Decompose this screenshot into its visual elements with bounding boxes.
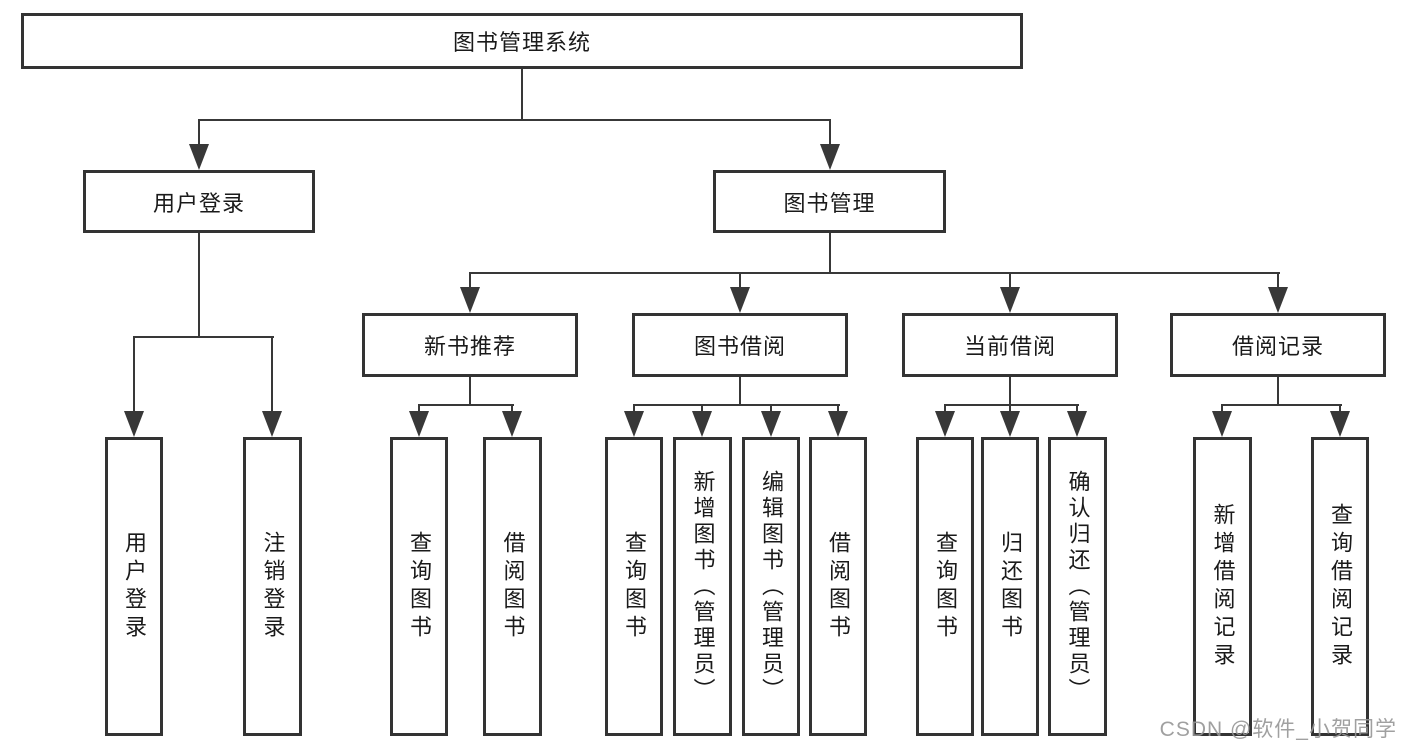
leaf-query-book-1-label: 查询图书	[407, 530, 432, 643]
arrow-down-icon	[935, 411, 955, 437]
arrow-down-icon	[730, 287, 750, 313]
arrow-down-icon	[1067, 411, 1087, 437]
leaf-borrow-book-1: 借阅图书	[483, 437, 542, 736]
connector-line	[633, 404, 840, 406]
leaf-borrow-book-2: 借阅图书	[809, 437, 867, 736]
node-book-management-label: 图书管理	[783, 190, 876, 216]
connector-line	[739, 272, 741, 294]
leaf-query-borrow-record: 查询借阅记录	[1311, 437, 1369, 736]
leaf-query-book-1: 查询图书	[390, 437, 448, 736]
node-borrow-records-label: 借阅记录	[1231, 334, 1324, 359]
connector-line	[271, 336, 273, 416]
leaf-logout-label: 注销登录	[260, 530, 286, 643]
leaf-query-book-3-label: 查询图书	[933, 530, 958, 643]
leaf-borrow-book-1-label: 借阅图书	[500, 530, 526, 643]
leaf-return-book-label: 归还图书	[998, 530, 1023, 643]
leaf-add-book-admin: 新增图书（管理员）	[673, 437, 732, 736]
connector-line	[198, 119, 200, 153]
arrow-down-icon	[502, 411, 522, 437]
connector-line	[1277, 377, 1279, 406]
leaf-return-book: 归还图书	[981, 437, 1039, 736]
connector-line	[133, 336, 274, 338]
connector-line	[198, 232, 200, 338]
arrow-down-icon	[1268, 287, 1288, 313]
leaf-user-login-label: 用户登录	[122, 530, 147, 643]
node-root: 图书管理系统	[21, 13, 1023, 69]
connector-line	[1009, 377, 1011, 406]
arrow-down-icon	[828, 411, 848, 437]
arrow-down-icon	[820, 144, 840, 170]
leaf-add-book-admin-label: 新增图书（管理员）	[690, 469, 716, 704]
arrow-down-icon	[1000, 287, 1020, 313]
connector-line	[469, 272, 1280, 274]
leaf-edit-book-admin-label: 编辑图书（管理员）	[759, 469, 784, 704]
leaf-add-borrow-record: 新增借阅记录	[1193, 437, 1252, 736]
node-root-label: 图书管理系统	[452, 30, 591, 55]
node-book-borrow-label: 图书借阅	[693, 334, 786, 359]
arrow-down-icon	[1000, 411, 1020, 437]
leaf-add-borrow-record-label: 新增借阅记录	[1210, 502, 1236, 671]
leaf-query-book-2: 查询图书	[605, 437, 663, 736]
node-book-borrow: 图书借阅	[632, 313, 848, 377]
connector-line	[469, 377, 471, 406]
connector-line	[1009, 272, 1011, 294]
leaf-query-book-3: 查询图书	[916, 437, 974, 736]
node-current-borrow-label: 当前借阅	[963, 334, 1056, 359]
watermark: CSDN @软件_小贺同学	[1159, 718, 1397, 741]
arrow-down-icon	[262, 411, 282, 437]
connector-line	[829, 119, 831, 153]
arrow-down-icon	[692, 411, 712, 437]
arrow-down-icon	[189, 144, 209, 170]
connector-line	[198, 119, 831, 121]
node-new-book-recommend: 新书推荐	[362, 313, 578, 377]
arrow-down-icon	[409, 411, 429, 437]
node-borrow-records: 借阅记录	[1170, 313, 1386, 377]
leaf-logout: 注销登录	[243, 437, 302, 736]
node-book-management: 图书管理	[713, 170, 946, 233]
arrow-down-icon	[1212, 411, 1232, 437]
leaf-borrow-book-2-label: 借阅图书	[826, 530, 851, 643]
arrow-down-icon	[460, 287, 480, 313]
connector-line	[739, 377, 741, 406]
leaf-confirm-return-admin: 确认归还（管理员）	[1048, 437, 1107, 736]
arrow-down-icon	[124, 411, 144, 437]
connector-line	[944, 404, 1079, 406]
connector-line	[469, 272, 471, 294]
arrow-down-icon	[761, 411, 781, 437]
node-current-borrow: 当前借阅	[902, 313, 1118, 377]
connector-line	[521, 68, 523, 120]
node-user-login: 用户登录	[83, 170, 315, 233]
leaf-edit-book-admin: 编辑图书（管理员）	[742, 437, 800, 736]
leaf-query-borrow-record-label: 查询借阅记录	[1328, 502, 1353, 671]
connector-line	[133, 336, 135, 416]
connector-line	[1221, 404, 1342, 406]
node-new-book-recommend-label: 新书推荐	[423, 334, 516, 359]
node-user-login-label: 用户登录	[152, 190, 245, 216]
leaf-user-login: 用户登录	[105, 437, 163, 736]
arrow-down-icon	[1330, 411, 1350, 437]
connector-line	[418, 404, 514, 406]
arrow-down-icon	[624, 411, 644, 437]
leaf-confirm-return-admin-label: 确认归还（管理员）	[1065, 469, 1091, 704]
leaf-query-book-2-label: 查询图书	[622, 530, 647, 643]
connector-line	[829, 232, 831, 274]
connector-line	[1277, 272, 1279, 294]
